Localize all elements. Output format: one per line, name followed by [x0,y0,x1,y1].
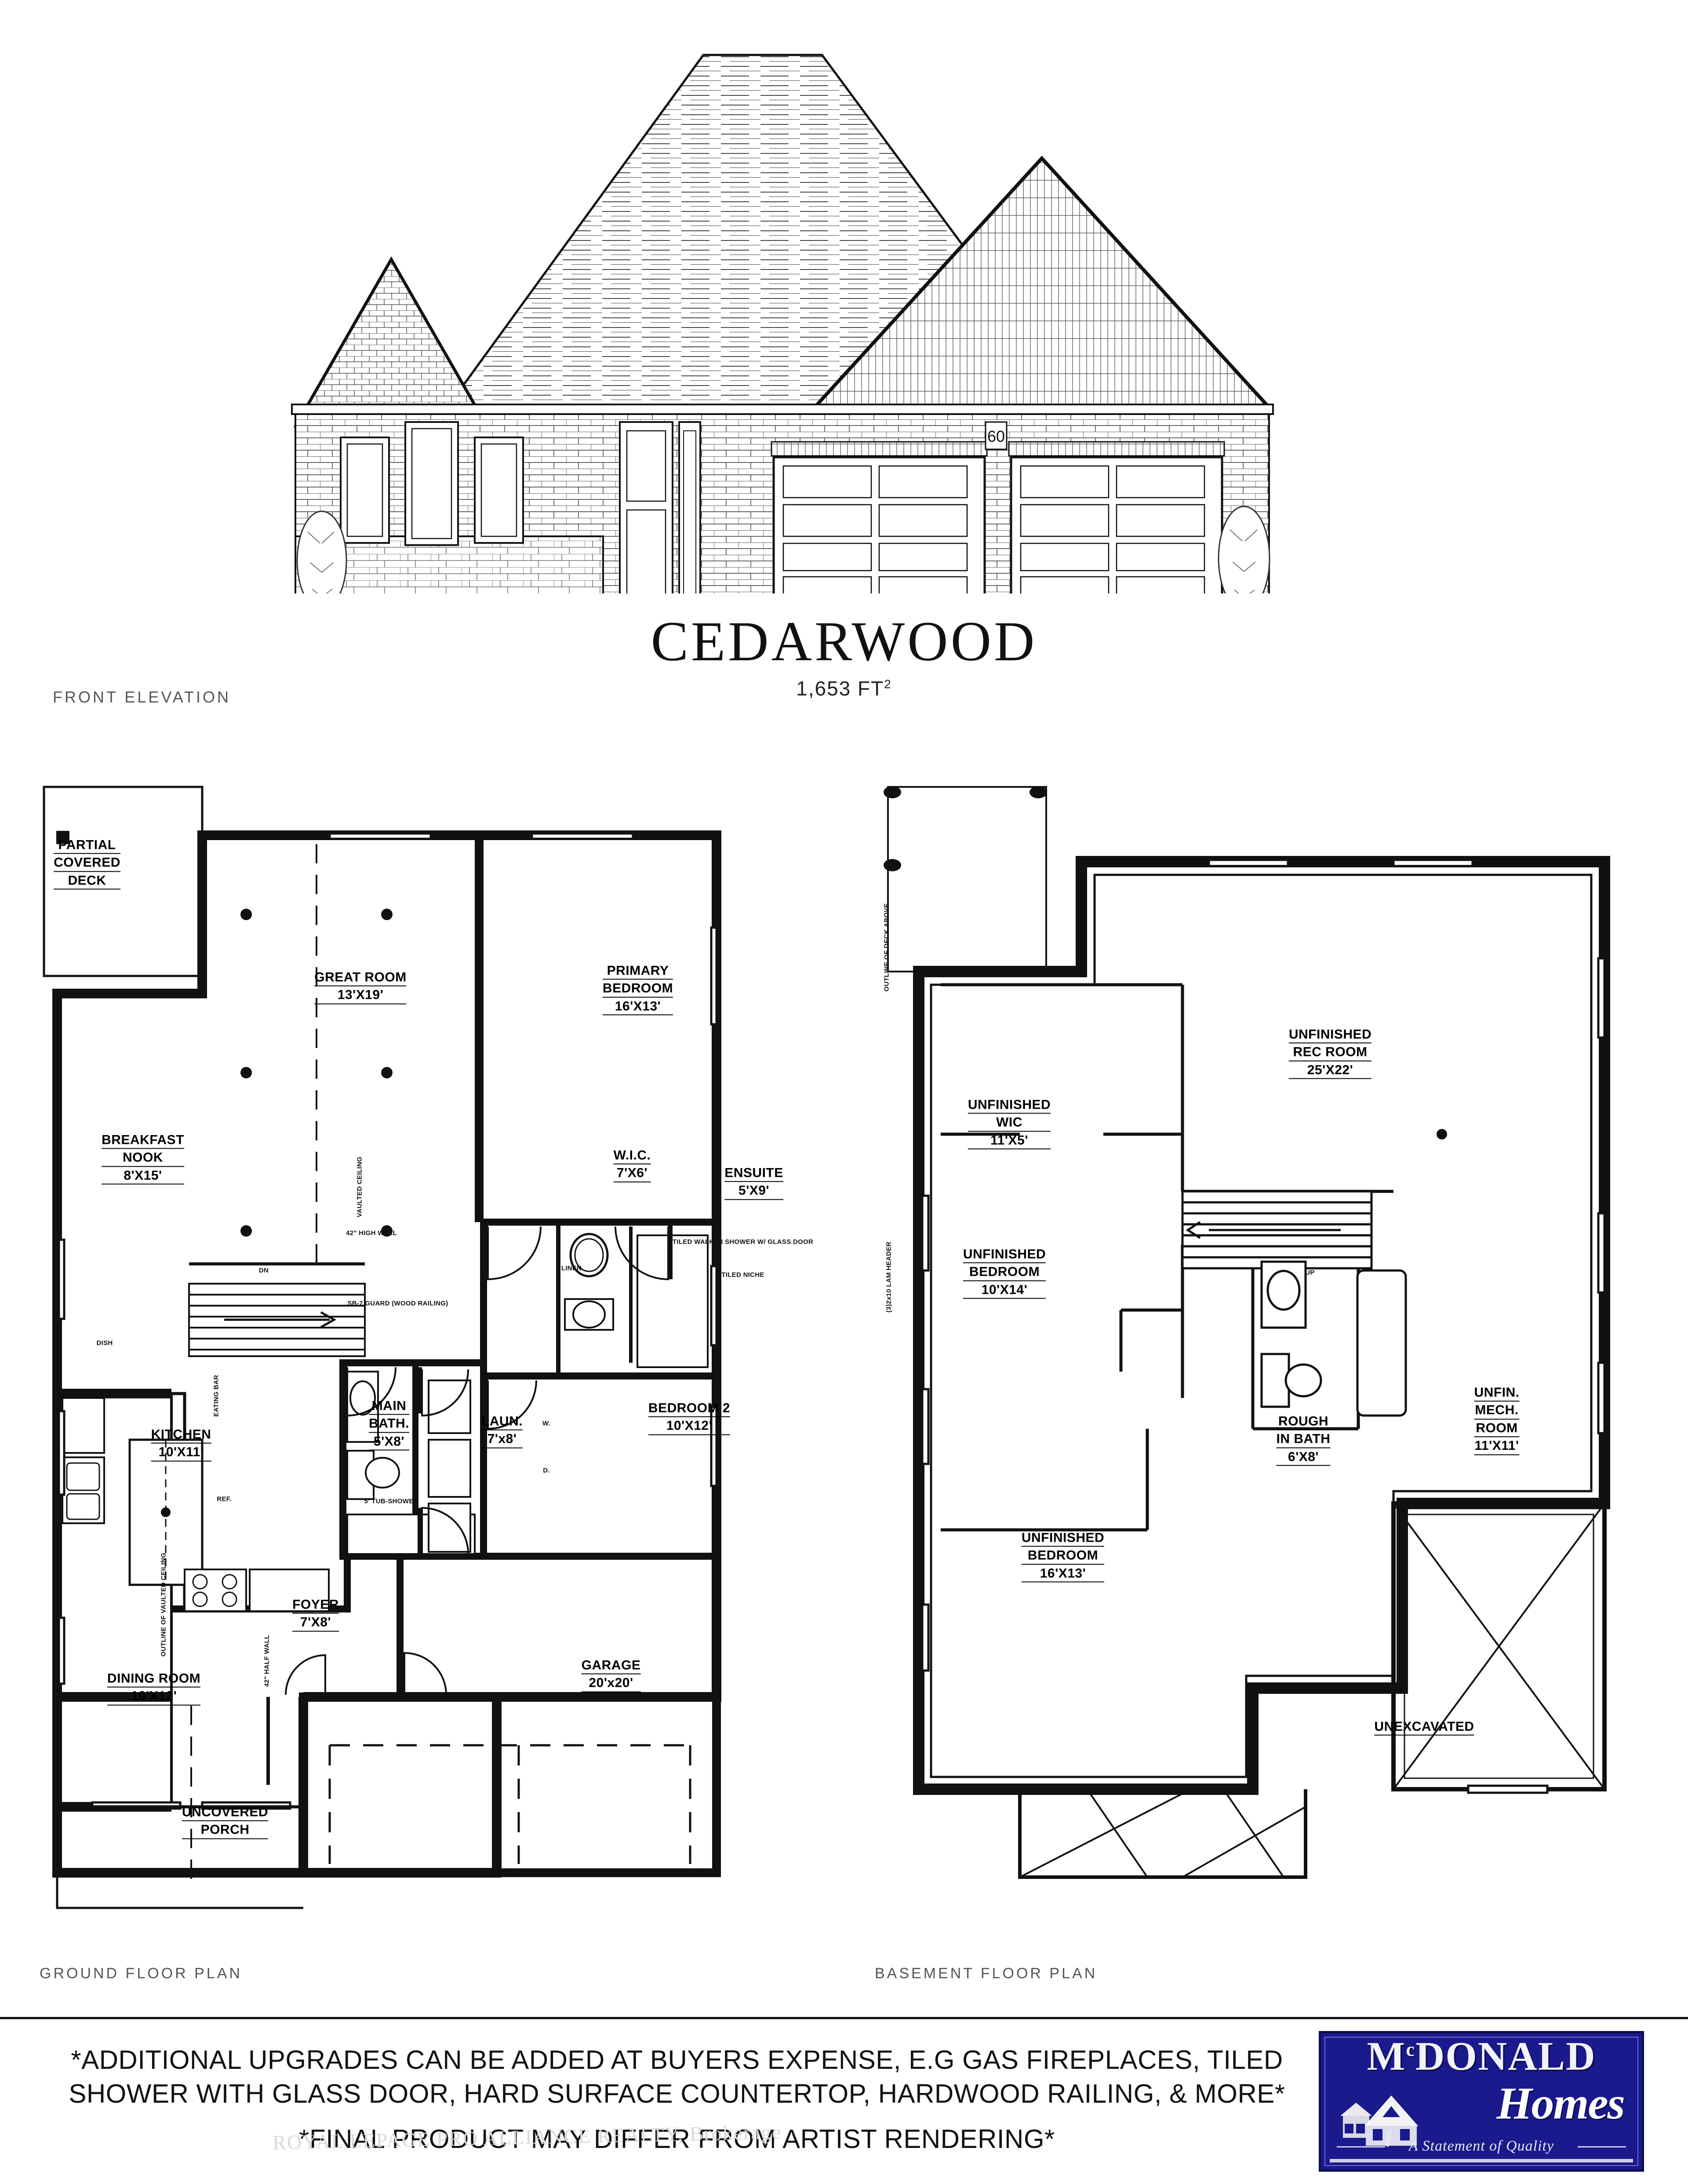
footer-line-1: *ADDITIONAL UPGRADES CAN BE ADDED AT BUY… [71,2045,1283,2075]
room-dimension: 7'X6' [613,1165,651,1183]
house-number-plaque: 60 [985,421,1008,450]
annotation-fridge-note: REF. [217,1495,232,1503]
room-dimension: 10'X12' [648,1418,731,1435]
room-dimension: 10'X12' [107,1689,201,1706]
logo-bottom-bar [1330,2159,1633,2162]
mcdonald-homes-logo: McDONALD Homes A Statement of Quality [1319,2031,1644,2172]
logo-inner-border [1324,2037,1638,2166]
annotation-tiled-niche-note: TILED NICHE [721,1271,764,1279]
basement-floor-plan-caption: BASEMENT FLOOR PLAN [875,1965,1098,1982]
logo-script-homes: Homes [1496,2078,1625,2129]
footer-line-2: SHOWER WITH GLASS DOOR, HARD SURFACE COU… [69,2078,1285,2108]
room-dimension: 5'X8' [369,1434,409,1451]
annotation-tub-shower-note: 5' TUB-SHOWER [364,1497,418,1505]
annotation-tiled-shower-note: TILED WALK IN SHOWER W/ GLASS DOOR [672,1238,814,1246]
annotation-linen-note: LINEN [561,1264,582,1272]
footer-line-3: *FINAL PRODUCT MAY DIFFER FROM ARTIST RE… [299,2124,1055,2154]
room-dimension: 5'X9' [724,1183,783,1200]
annotation-stair-down-note: DN [258,1267,269,1274]
ground-floor-plan [40,783,813,1934]
annotation-dishwasher-note: DISH [96,1339,113,1347]
room-label-laun: LAUN.7'x8' [481,1414,523,1449]
annotation-washer-note: W. [542,1420,551,1427]
room-dimension: 7'X8' [292,1615,339,1632]
footer-disclaimer: *ADDITIONAL UPGRADES CAN BE ADDED AT BUY… [26,2043,1328,2156]
room-dimension: 8'X15' [102,1168,184,1185]
annotation-vaulted-ceiling-dining: OUTLINE OF VAULTED CEILING [160,1552,167,1657]
room-label-w-i-c: W.I.C.7'X6' [613,1148,651,1183]
front-elevation-caption: FRONT ELEVATION [53,688,231,706]
annotation-wood-railing-note: SB-7 GUARD (WOOD RAILING) [347,1299,448,1307]
floor-area: 1,653 FT2 [796,677,892,700]
plan-title-block: CEDARWOOD 1,653 FT2 [0,613,1688,700]
room-dimension: 16'X13' [602,998,673,1016]
room-dimension: 10'X11' [151,1445,211,1462]
house-illustration-icon [1340,2095,1419,2147]
logo-tagline: A Statement of Quality [1321,2138,1642,2155]
room-dimension: 11'X11' [1474,1438,1520,1455]
annotation-half-wall-foyer-note: 42" HALF WALL [263,1634,271,1687]
annotation-stair-up-note: UP [1305,1269,1315,1277]
room-label-unexcavated: UNEXCAVATED [1374,1719,1474,1736]
annotation-lam-header-note: (3)2x10 LAM HEADER [885,1241,893,1313]
room-dimension: 16'X13' [1021,1565,1105,1583]
room-dimension: 6'X8' [1276,1449,1331,1466]
room-dimension: 7'x8' [481,1431,523,1449]
room-dimension: 11'X5' [968,1132,1051,1150]
ground-floor-plan-caption: GROUND FLOOR PLAN [40,1965,242,1982]
basement-floor-plan [875,783,1662,1934]
front-elevation-drawing: 60 [246,13,1433,593]
logo-brand-name: McDONALD [1367,2034,1596,2078]
annotation-vaulted-ceiling-great-room: VAULTED CEILING [356,1156,364,1218]
annotation-eating-bar-note: EATING BAR [212,1375,220,1417]
page-title: CEDARWOOD [651,610,1037,673]
annotation-half-wall-note: 42" HIGH WALL [346,1229,397,1237]
room-dimension: 10'X14' [963,1282,1046,1299]
annotation-dryer-note: D. [543,1467,550,1474]
footer-divider [0,2017,1688,2019]
room-dimension: 13'X19' [314,987,407,1005]
svg-text:60: 60 [987,427,1005,445]
room-dimension: 20'x20' [581,1675,641,1693]
annotation-deck-above-note: OUTLINE OF DECK ABOVE [883,903,891,992]
room-dimension: 25'X22' [1288,1062,1372,1079]
